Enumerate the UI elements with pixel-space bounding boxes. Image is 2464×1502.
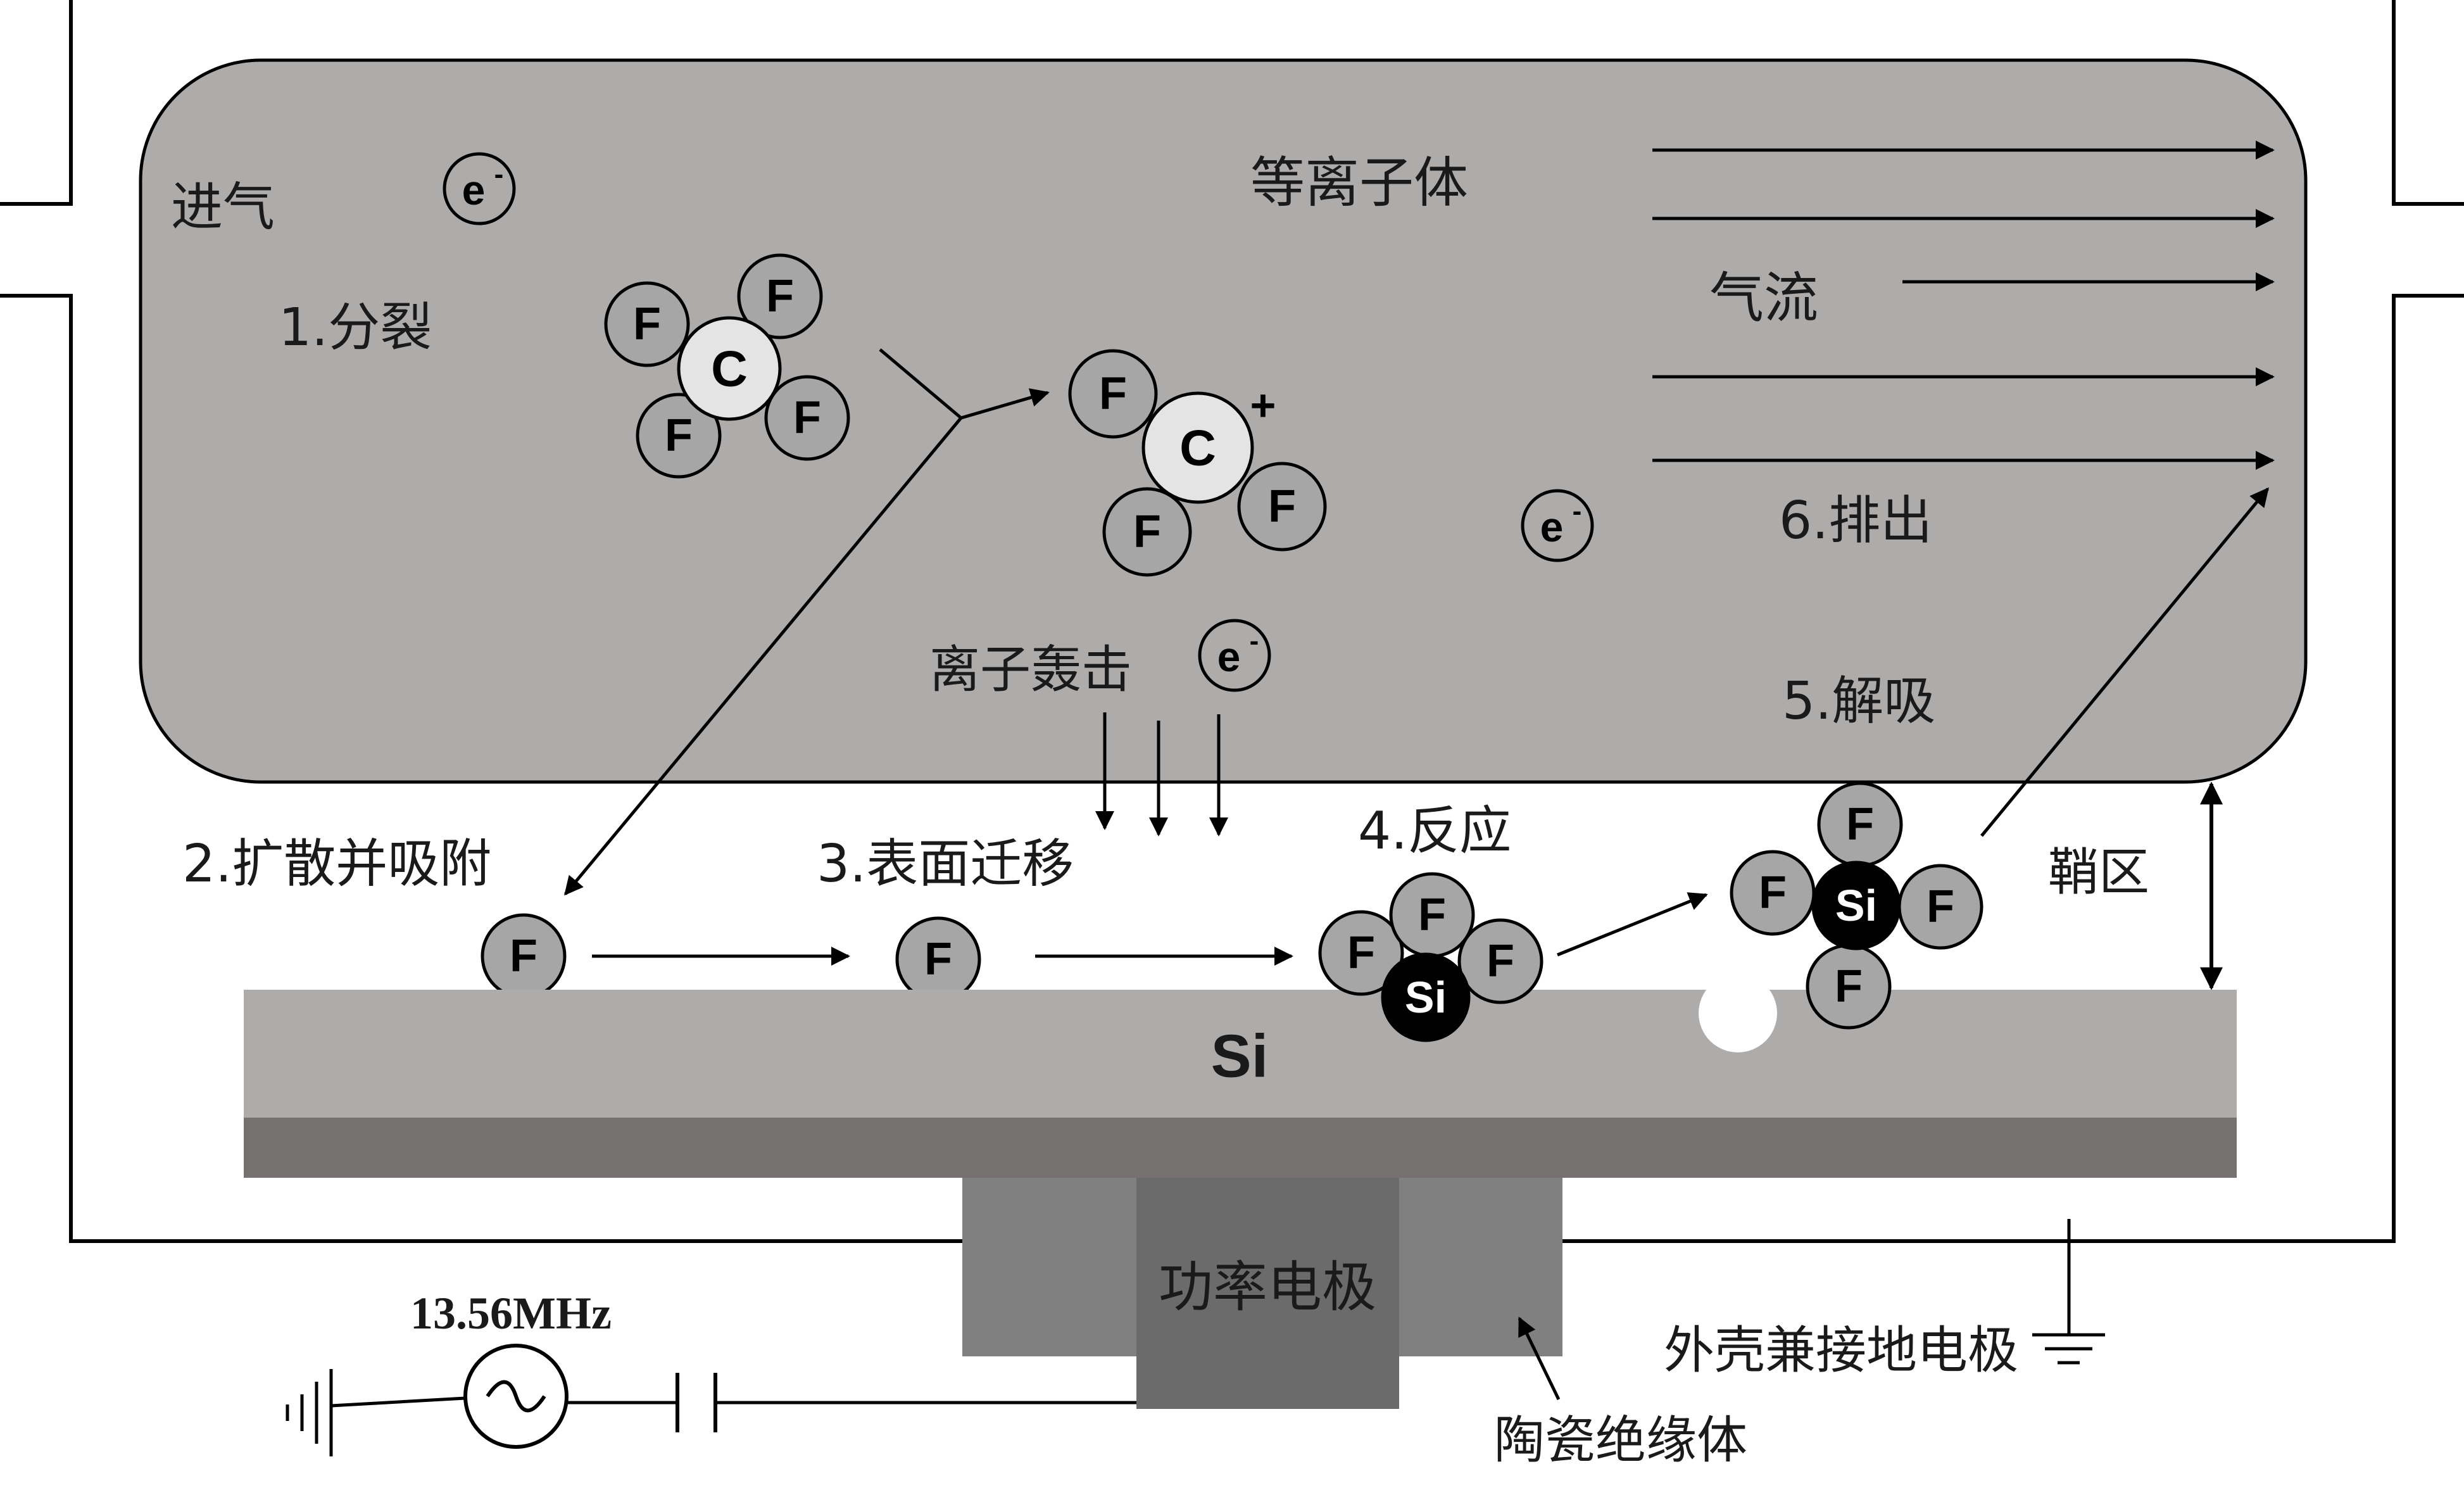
- svg-text:F: F: [793, 393, 821, 443]
- svg-text:C: C: [1179, 420, 1216, 476]
- svg-text:F: F: [1133, 507, 1161, 557]
- step2-label: 2.扩散并吸附: [182, 834, 491, 894]
- svg-text:F: F: [924, 934, 952, 985]
- svg-text:F: F: [1268, 481, 1296, 532]
- svg-text:F: F: [665, 410, 693, 461]
- etch-pit: [1699, 974, 1777, 1052]
- step5-label: 5.解吸: [1782, 671, 1935, 731]
- step1-label: 1.分裂: [279, 298, 432, 358]
- power-electrode-label: 功率电极: [1159, 1256, 1376, 1319]
- inlet-label: 进气: [171, 177, 275, 237]
- plasma-label: 等离子体: [1250, 151, 1468, 215]
- sif4-desorbed: F F F F Si: [1730, 781, 1983, 1030]
- step6-label: 6.排出: [1779, 491, 1932, 551]
- adsorbed-f-2: F: [895, 916, 981, 1002]
- electron-1: e -: [443, 152, 516, 225]
- step4-label: 4.反应: [1358, 801, 1511, 861]
- svg-text:F: F: [1759, 868, 1787, 918]
- shell-ground-label: 外壳兼接地电极: [1664, 1321, 2018, 1380]
- svg-text:F: F: [633, 299, 661, 350]
- ac-source-icon: [463, 1344, 569, 1449]
- ion-bombardment-arrows: [1095, 712, 1228, 836]
- power-electrode-block: [1136, 1178, 1399, 1409]
- insulator-pointer-arrow: [1518, 1316, 1561, 1401]
- rf-frequency-label: 13.56MHz: [410, 1288, 612, 1339]
- svg-text:e: e: [1217, 633, 1241, 680]
- diffusion-arrow: [564, 417, 962, 896]
- cf4-molecule: F F F F C: [604, 253, 850, 479]
- svg-text:F: F: [1099, 369, 1127, 419]
- svg-text:F: F: [766, 271, 794, 322]
- chamber-wall: [0, 0, 2464, 1243]
- svg-text:-: -: [494, 159, 504, 190]
- migration-arrows: [592, 487, 2269, 966]
- svg-text:-: -: [1573, 496, 1582, 527]
- capacitor-icon: [676, 1373, 717, 1432]
- svg-text:e: e: [462, 167, 486, 213]
- svg-text:+: +: [1250, 381, 1276, 430]
- shell-ground-icon: [2032, 1219, 2105, 1365]
- svg-text:Si: Si: [1405, 973, 1447, 1022]
- svg-text:F: F: [510, 931, 537, 981]
- svg-text:-: -: [1250, 626, 1259, 657]
- sif3-reacting: F F F Si: [1318, 872, 1543, 1042]
- adsorbed-f-1: F: [481, 913, 567, 999]
- svg-text:F: F: [1418, 890, 1446, 940]
- substrate-base: [244, 1118, 2237, 1178]
- svg-text:C: C: [711, 341, 748, 397]
- ceramic-insulator-label: 陶瓷绝缘体: [1494, 1411, 1747, 1470]
- rf-wire-left: [330, 1396, 466, 1408]
- svg-text:Si: Si: [1835, 881, 1877, 930]
- cf3-ion: F F F C +: [1068, 349, 1327, 577]
- ground-icon: [286, 1369, 333, 1456]
- electron-2: e -: [1521, 489, 1594, 562]
- svg-text:F: F: [1835, 961, 1863, 1012]
- gas-flow-label: 气流: [1709, 267, 1818, 330]
- svg-text:F: F: [1347, 928, 1375, 978]
- ion-bombardment-label: 离子轰击: [929, 640, 1132, 699]
- svg-text:F: F: [1487, 936, 1514, 987]
- svg-text:e: e: [1540, 503, 1564, 550]
- substrate-label: Si: [1211, 1023, 1269, 1090]
- dissociation-arrow: [879, 348, 1050, 420]
- step3-label: 3.表面迁移: [817, 834, 1074, 894]
- gas-flow-arrows: [1652, 141, 2275, 470]
- sheath-label: 鞘区: [2048, 843, 2149, 902]
- electron-3: e -: [1198, 619, 1271, 692]
- svg-text:F: F: [1927, 881, 1954, 932]
- svg-text:F: F: [1846, 799, 1874, 850]
